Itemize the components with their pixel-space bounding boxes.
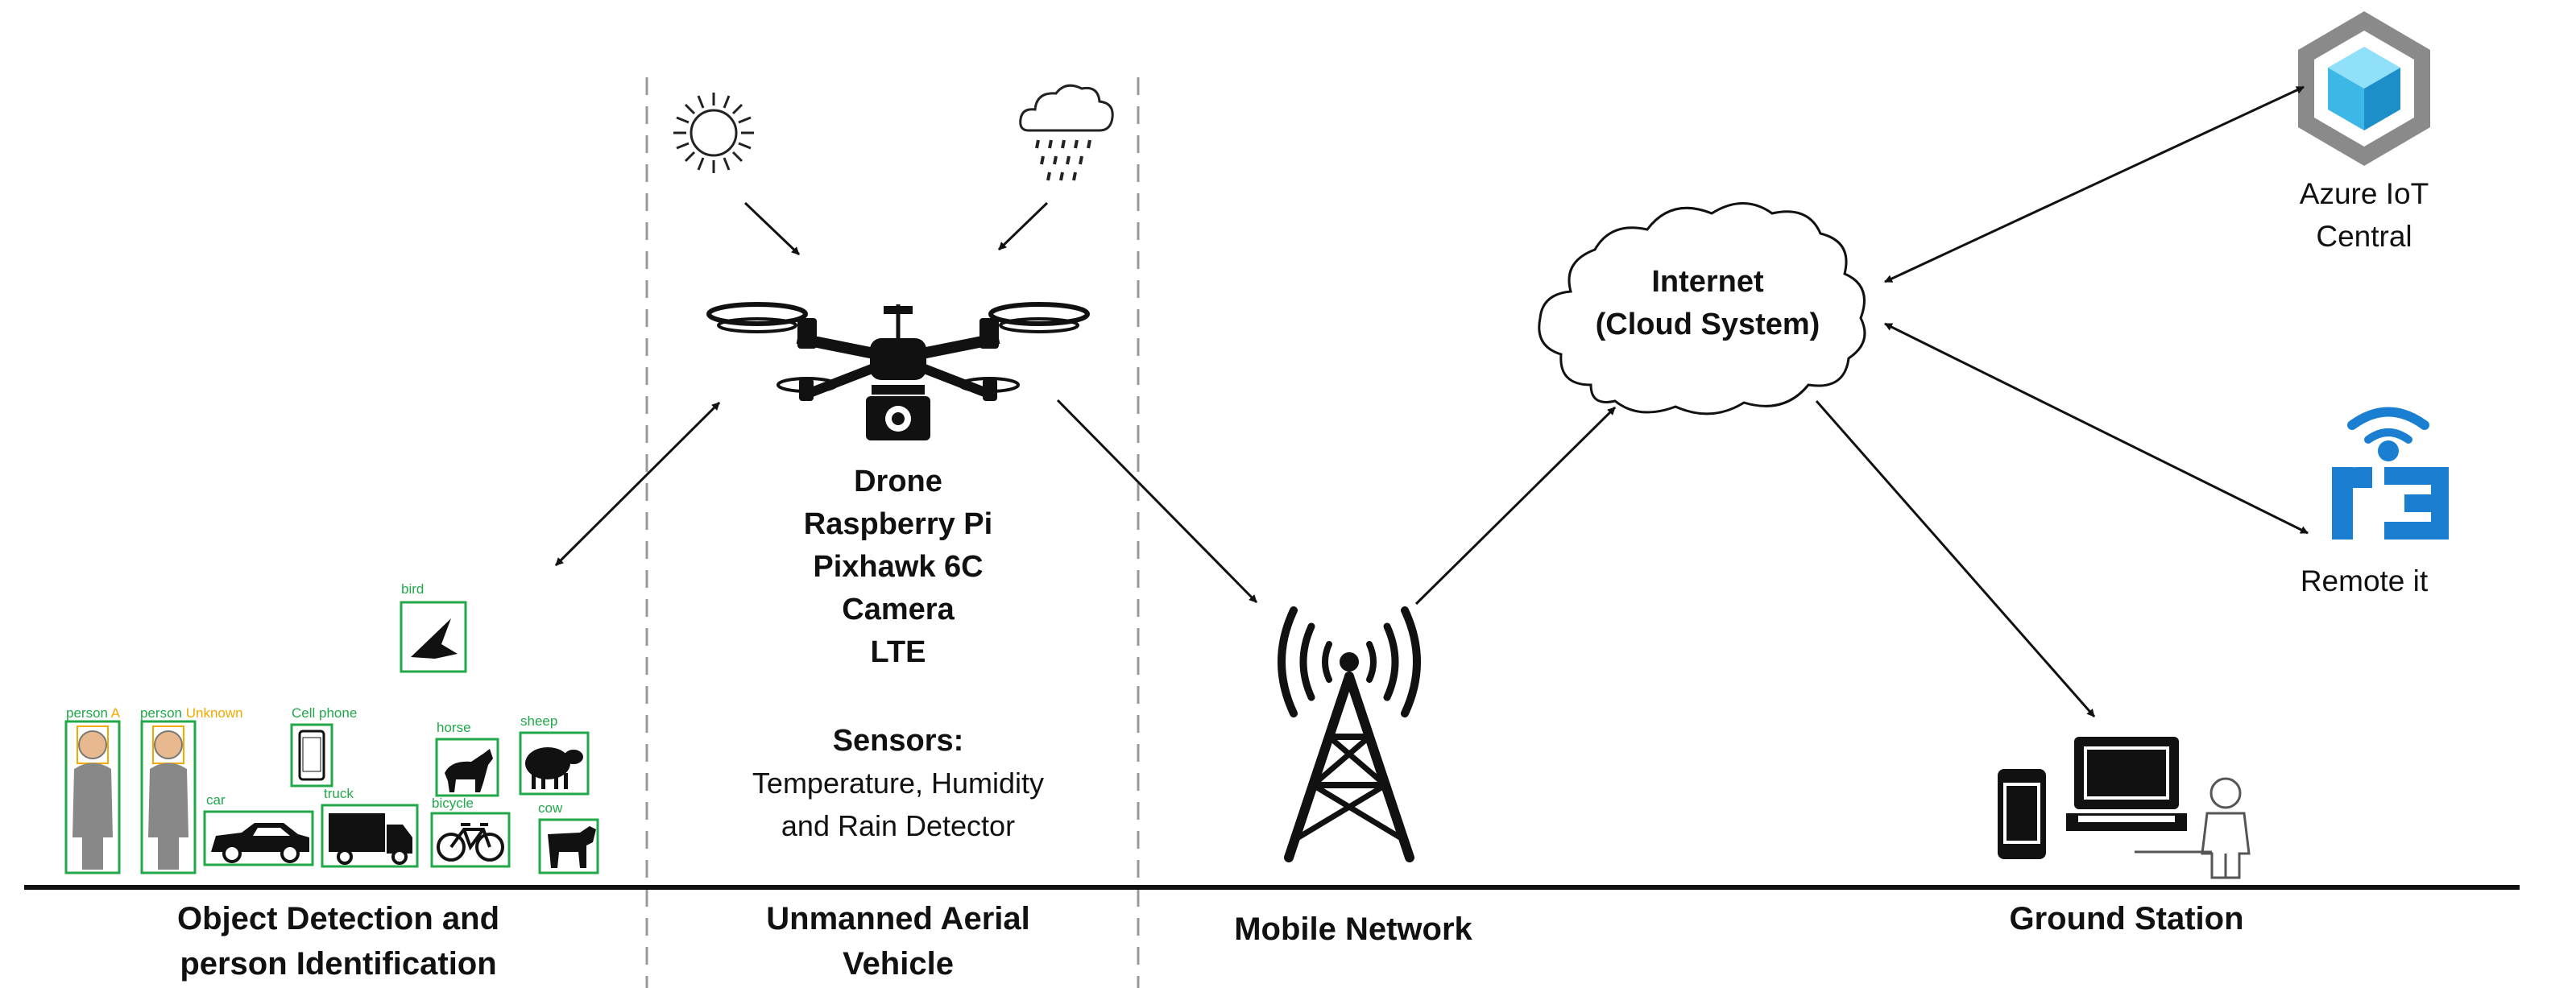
sun-icon xyxy=(673,93,754,173)
user-icon xyxy=(2135,777,2251,879)
horse-box xyxy=(435,738,499,797)
drone-line-drone: Drone xyxy=(854,465,942,498)
person-a-label: person A xyxy=(66,705,120,721)
drone-line-camera: Camera xyxy=(842,593,955,626)
detection-boxes xyxy=(64,601,599,874)
cow-label: cow xyxy=(538,800,563,816)
sheep-box xyxy=(519,731,590,796)
person-unknown-box xyxy=(140,720,197,874)
horse-icon xyxy=(445,749,493,792)
section-uav: Unmanned Aerial Vehicle xyxy=(717,896,1079,986)
sensors-line-2: and Rain Detector xyxy=(781,809,1016,842)
sensors-title: Sensors: xyxy=(832,724,964,758)
person-a-box xyxy=(64,720,121,874)
rain-cloud-icon xyxy=(1019,84,1114,181)
arrow-cloud-azure xyxy=(1884,85,2305,283)
laptop-icon xyxy=(2066,737,2187,831)
arrow-tower-to-cloud xyxy=(1414,406,1617,606)
person-unknown-label: person Unknown xyxy=(140,705,243,721)
remoteit-label: Remote it xyxy=(2300,564,2429,597)
cow-box xyxy=(538,818,599,874)
cell-phone-label: Cell phone xyxy=(292,705,358,721)
section-uav-line-2: Vehicle xyxy=(843,946,954,982)
internet-line-2: (Cloud System) xyxy=(1595,308,1820,341)
section-object-detection-line-1: Object Detection and xyxy=(176,901,500,936)
sensors-list: Temperature, Humidity and Rain Detector xyxy=(709,762,1087,847)
person-unknown-figure xyxy=(148,730,188,870)
arrows xyxy=(554,85,2309,717)
section-ground-station: Ground Station xyxy=(2009,901,2244,936)
cell-phone-box xyxy=(290,723,333,788)
person-a-label-text: person xyxy=(66,705,108,721)
person-a-figure xyxy=(72,730,113,870)
car-label: car xyxy=(206,792,226,808)
car-box xyxy=(203,810,314,866)
car-icon xyxy=(211,823,309,863)
azure-iot-icon xyxy=(2298,11,2430,166)
person-a-suffix: A xyxy=(110,705,121,721)
drone-icon xyxy=(706,302,1090,440)
azure-line-2: Central xyxy=(2316,220,2412,253)
drone-line-pixhawk: Pixhawk 6C xyxy=(813,550,984,584)
sheep-label: sheep xyxy=(520,713,558,729)
truck-box xyxy=(321,804,419,868)
bird-icon xyxy=(411,618,458,659)
bicycle-label: bicycle xyxy=(432,796,474,811)
arrow-cloud-to-ground xyxy=(1815,400,2096,717)
internet-line-1: Internet xyxy=(1651,265,1764,299)
remoteit-icon xyxy=(2332,407,2449,539)
section-object-detection: Object Detection and person Identificati… xyxy=(137,896,540,986)
arrow-drone-to-tower xyxy=(1056,399,1258,604)
bird-label: bird xyxy=(401,581,425,597)
bird-box xyxy=(400,601,467,673)
arrow-sun-to-drone xyxy=(743,201,801,256)
section-uav-line-1: Unmanned Aerial xyxy=(766,901,1030,936)
arrow-cloud-remoteit xyxy=(1884,322,2309,535)
sensors-line-1: Temperature, Humidity xyxy=(752,767,1045,800)
arrow-rain-to-drone xyxy=(997,201,1049,251)
truck-icon xyxy=(329,813,412,865)
section-object-detection-line-2: person Identification xyxy=(180,946,497,982)
sheep-icon xyxy=(525,747,583,789)
azure-line-1: Azure IoT xyxy=(2299,177,2429,210)
arrow-detection-drone xyxy=(554,401,721,567)
horse-label: horse xyxy=(437,720,471,735)
truck-label: truck xyxy=(324,786,354,801)
bicycle-icon xyxy=(437,823,504,862)
person-unknown-label-text: person xyxy=(140,705,182,721)
cell-phone-icon xyxy=(298,730,325,781)
internet-cloud xyxy=(1538,202,1866,415)
section-mobile-network: Mobile Network xyxy=(1234,912,1472,947)
drone-line-lte: LTE xyxy=(870,635,926,669)
person-unknown-suffix: Unknown xyxy=(185,705,243,721)
azure-label: Azure IoT Central xyxy=(2239,172,2489,258)
bicycle-box xyxy=(430,812,511,868)
internet-label: Internet (Cloud System) xyxy=(1579,261,1837,346)
drone-info: Drone Raspberry Pi Pixhawk 6C Camera LTE xyxy=(749,461,1047,674)
drone-line-raspberry: Raspberry Pi xyxy=(803,507,993,541)
cell-tower-icon xyxy=(1278,606,1421,862)
cow-icon xyxy=(548,826,596,868)
smartphone-icon xyxy=(1998,769,2046,859)
